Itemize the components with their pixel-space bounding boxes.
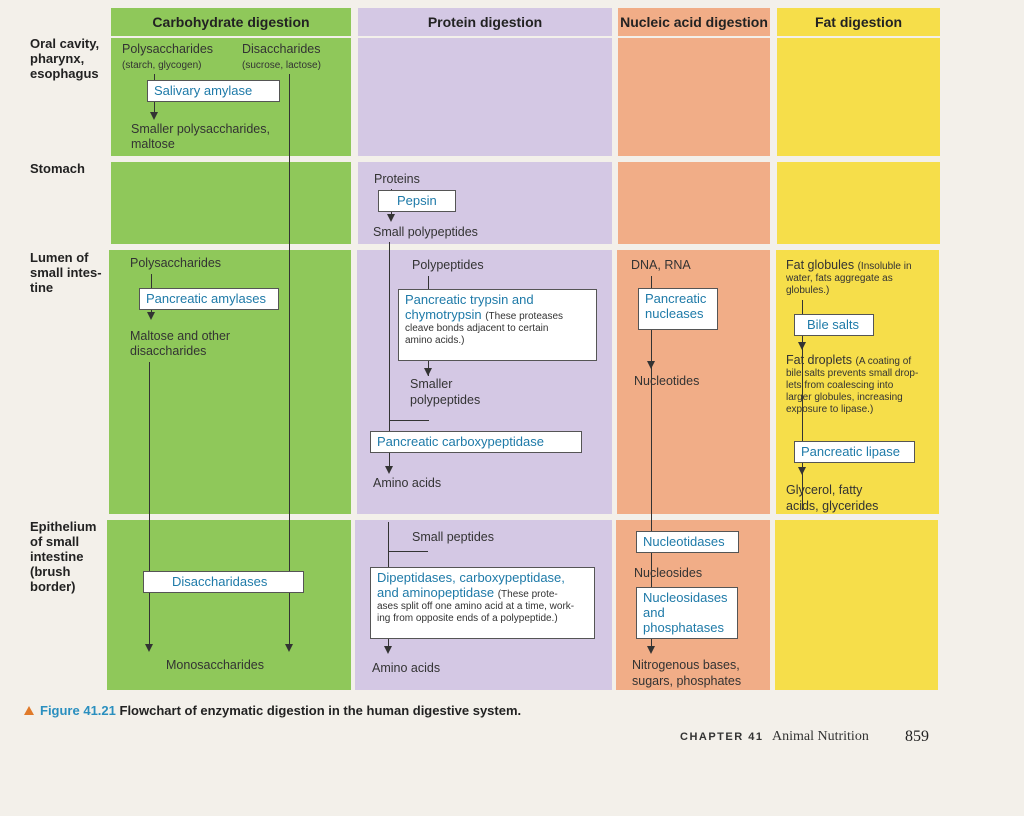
- prot-long-line: [389, 242, 390, 468]
- fat-column-header-bg: [777, 8, 940, 36]
- prot-small-peptides: Small peptides: [412, 530, 494, 544]
- prot-small-polypeptides: Small polypeptides: [373, 225, 478, 239]
- nucleic-column-header-bg: [618, 8, 770, 36]
- figure-label: Figure 41.21: [40, 703, 116, 718]
- prot-peptide-join: [388, 551, 428, 552]
- fat-line: [802, 300, 803, 510]
- nuc-arrow-2: [647, 646, 655, 654]
- row-label-epithelium: Epithelium of small intestine (brush bor…: [30, 519, 97, 594]
- prot-polypeptides: Polypeptides: [412, 258, 484, 272]
- nuc-oral-cell: [618, 38, 770, 156]
- fat-arrow-1: [798, 342, 806, 350]
- chapter-title: Animal Nutrition: [772, 729, 869, 744]
- carb-maltose-2: disaccharides: [130, 344, 207, 358]
- nucleosidases-box: Nucleosidases and phosphatases: [636, 587, 738, 639]
- fat-epithelium-cell: [775, 520, 938, 690]
- pepsin-box: Pepsin: [378, 190, 456, 212]
- prot-amino-acids-2: Amino acids: [372, 661, 441, 675]
- prot-smaller-2: polypeptides: [410, 393, 481, 407]
- figure-caption: Figure 41.21 Flowchart of enzymatic dige…: [24, 703, 521, 718]
- pancreatic-amylases-box: Pancreatic amylases: [139, 288, 279, 310]
- carb-stomach-cell: [111, 162, 351, 244]
- carb-monosaccharides: Monosaccharides: [166, 658, 264, 672]
- protein-column-header-bg: [358, 8, 612, 36]
- fat-stomach-cell: [777, 162, 940, 244]
- prot-proteins: Proteins: [374, 172, 420, 186]
- figure-caption-text: Flowchart of enzymatic digestion in the …: [119, 703, 522, 718]
- prot-arrow-amino-2: [384, 646, 392, 654]
- row-label-stomach: Stomach: [30, 161, 85, 176]
- pancreatic-nucleases-box: Pancreatic nucleases: [638, 288, 718, 330]
- carb-disaccharides: Disaccharides: [242, 42, 321, 56]
- nuc-dna-rna: DNA, RNA: [631, 258, 691, 272]
- prot-long-line-join: [389, 420, 429, 421]
- carbohydrate-column-header: Carbohydrate digestion: [152, 14, 310, 30]
- nuc-nucleotides: Nucleotides: [634, 374, 700, 388]
- nuc-line: [651, 276, 652, 646]
- fat-globules-block: Fat globules (Insoluble in water, fats a…: [786, 258, 912, 296]
- trypsin-box: Pancreatic trypsin and chymotrypsin (The…: [398, 289, 597, 361]
- carb-polysaccharides-note: (starch, glycogen): [122, 60, 202, 71]
- prot-smaller-1: Smaller: [410, 377, 453, 391]
- prot-arrow-amino-1: [385, 466, 393, 474]
- carb-smaller-poly-1: Smaller polysaccharides,: [131, 122, 270, 136]
- fat-oral-cell: [777, 38, 940, 156]
- carb-disaccharides-note: (sucrose, lactose): [242, 60, 321, 71]
- nuc-bases-2: sugars, phosphates: [632, 674, 742, 688]
- nuc-nucleosides: Nucleosides: [634, 566, 703, 580]
- dipeptidases-box: Dipeptidases, carboxypeptidase, and amin…: [370, 567, 595, 639]
- carb-disaccharide-line: [289, 74, 290, 646]
- fat-glycerol-2: acids, glycerides: [786, 499, 879, 513]
- disaccharidases-box: Disaccharidases: [143, 571, 304, 593]
- carbohydrate-column-header-bg: [111, 8, 351, 36]
- fat-glycerol-1: Glycerol, fatty: [786, 483, 863, 497]
- triangle-icon: [24, 706, 34, 715]
- prot-amino-acids-1: Amino acids: [373, 476, 442, 490]
- prot-arrow-1: [387, 214, 395, 222]
- protein-column-header: Protein digestion: [427, 14, 543, 30]
- carb-polysaccharides: Polysaccharides: [122, 42, 214, 56]
- prot-oral-cell: [358, 38, 612, 156]
- carb-maltose-1: Maltose and other: [130, 329, 231, 343]
- page-number: 859: [905, 728, 929, 745]
- carb-epithelium-cell: [107, 520, 351, 690]
- fat-droplets-block: Fat droplets (A coating of bile salts pr…: [786, 353, 919, 415]
- carb-poly-arrow-2: [147, 312, 155, 320]
- pancreatic-lipase-box: Pancreatic lipase: [794, 441, 915, 463]
- chapter-label: CHAPTER 41: [680, 731, 764, 743]
- bile-salts-box: Bile salts: [794, 314, 874, 336]
- carb-disaccharide-arrow: [285, 644, 293, 652]
- nucleotidases-box: Nucleotidases: [636, 531, 739, 553]
- carboxypeptidase-box: Pancreatic carboxypeptidase: [370, 431, 582, 453]
- carb-smaller-poly-2: maltose: [131, 137, 175, 151]
- salivary-amylase-box: Salivary amylase: [147, 80, 280, 102]
- row-label-oral: Oral cavity, pharynx, esophagus: [30, 36, 100, 81]
- carb-maltose-arrow: [145, 644, 153, 652]
- fat-arrow-2: [798, 467, 806, 475]
- carb-maltose-line: [149, 362, 150, 646]
- nuc-arrow-1: [647, 361, 655, 369]
- nucleic-column-header: Nucleic acid digestion: [620, 14, 768, 30]
- carb-lumen-polysaccharides: Polysaccharides: [130, 256, 222, 270]
- fat-column-header: Fat digestion: [814, 14, 903, 30]
- nuc-bases-1: Nitrogenous bases,: [632, 658, 740, 672]
- prot-arrow-2: [424, 368, 432, 376]
- row-label-lumen: Lumen of small intes- tine: [30, 250, 102, 295]
- carb-poly-arrow-1: [150, 112, 158, 120]
- nuc-stomach-cell: [618, 162, 770, 244]
